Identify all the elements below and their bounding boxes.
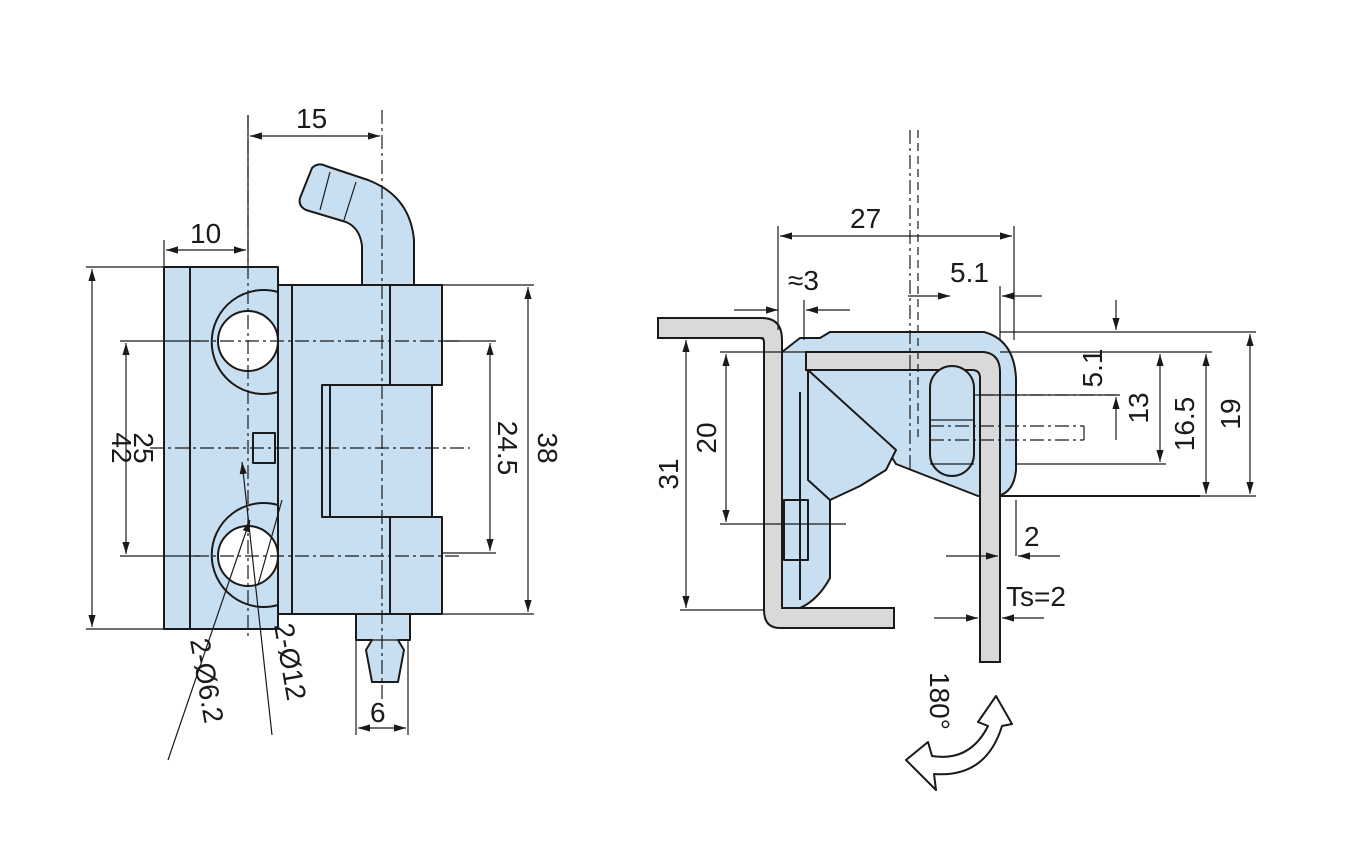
hinge-wedge: [807, 369, 897, 501]
dim-approx-3: ≈3: [788, 265, 819, 296]
dim-42: 42: [106, 432, 137, 463]
hinge-pin-side: [929, 365, 975, 477]
dim-6: 6: [370, 697, 386, 728]
dim-10: 10: [190, 218, 221, 249]
dim-13: 13: [1123, 392, 1154, 423]
dim-25: 25: [128, 432, 159, 463]
side-view: 27 ≈3 5.1 5.1 13 16.5 19 31: [653, 130, 1256, 791]
dim-2: 2: [1024, 521, 1040, 552]
rotation-arrow-icon: [905, 695, 1013, 791]
dim-20: 20: [691, 422, 722, 453]
leaf-cutout: [321, 384, 433, 518]
dim-5-1-top: 5.1: [950, 257, 989, 288]
dim-31: 31: [653, 458, 684, 489]
dim-hole-large: 2-Ø12: [268, 621, 312, 703]
hinge-block: [783, 499, 809, 561]
dim-ts: Ts=2: [1006, 581, 1066, 612]
dim-5-1-side: 5.1: [1077, 349, 1108, 388]
hinge-pin-bottom: [355, 613, 411, 683]
dim-16-5: 16.5: [1169, 397, 1200, 452]
door-plate: [805, 351, 1001, 663]
front-view: 15 10 42 25 24.5 38 6 2-Ø6.2: [86, 103, 563, 761]
dim-27: 27: [850, 203, 881, 234]
dim-24-5: 24.5: [492, 421, 523, 476]
dim-19: 19: [1215, 398, 1246, 429]
rotation-label: 180°: [924, 672, 955, 730]
hinge-pin-top: [298, 163, 415, 286]
dim-15: 15: [296, 103, 327, 134]
dim-38: 38: [532, 432, 563, 463]
dim-hole-small: 2-Ø6.2: [184, 636, 229, 726]
